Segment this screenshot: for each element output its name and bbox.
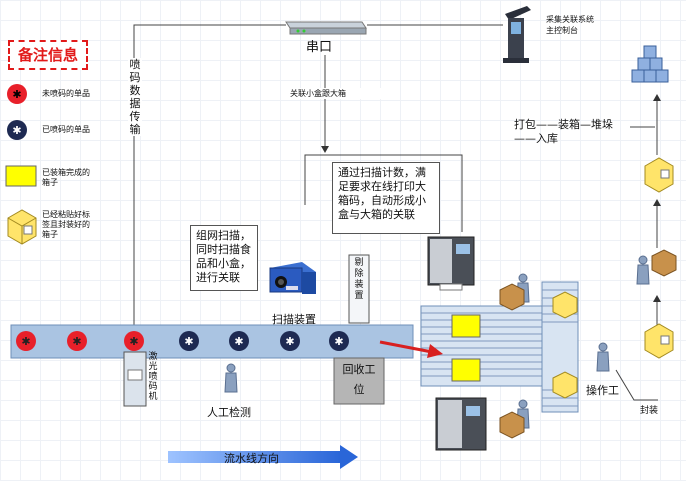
legend-item-label: 已经粘贴好标签且封装好的箱子 xyxy=(42,210,90,239)
svg-text:✱: ✱ xyxy=(72,335,81,348)
packed-box xyxy=(451,314,481,338)
sprayed-item: ✱ xyxy=(329,331,349,351)
svg-text:✱: ✱ xyxy=(12,124,21,137)
manual-inspection-label: 人工检测 xyxy=(207,406,251,419)
sprayed-item: ✱ xyxy=(229,331,249,351)
laser-printer-label: 激光喷码机 xyxy=(148,352,158,402)
legend-box-icon xyxy=(5,165,37,187)
serial-port-device xyxy=(285,21,367,35)
legend-item-label: 未喷码的单品 xyxy=(42,89,90,98)
flow-direction-label: 流水线方向 xyxy=(224,452,279,465)
associate-label: 关联小盒跟大箱 xyxy=(290,88,400,99)
recycle-station-label: 回收工位 xyxy=(342,363,376,396)
push-arrow xyxy=(379,340,433,354)
unsprayed-item: ✱ xyxy=(124,331,144,351)
network-scan-note: 组网扫描，同时扫描食品和小盒，进行关联 xyxy=(190,225,258,291)
svg-text:✱: ✱ xyxy=(21,335,30,348)
reject-device xyxy=(348,254,370,324)
stacked-boxes-icon xyxy=(631,45,669,83)
svg-text:✱: ✱ xyxy=(184,335,193,348)
cardboard-box-icon xyxy=(499,249,677,439)
svg-text:✱: ✱ xyxy=(234,335,243,348)
legend-red-item-icon: ✱ xyxy=(7,84,27,104)
unsprayed-item: ✱ xyxy=(67,331,87,351)
reject-device-label: 剔除装置 xyxy=(354,258,364,301)
sprayed-item: ✱ xyxy=(280,331,300,351)
label-printer-icon xyxy=(427,236,475,291)
operator-label: 操作工 xyxy=(586,384,619,397)
svg-text:✱: ✱ xyxy=(12,88,21,101)
sprayed-item: ✱ xyxy=(179,331,199,351)
legend-dark-item-icon: ✱ xyxy=(7,120,27,140)
svg-text:✱: ✱ xyxy=(334,335,343,348)
scanner-label: 扫描装置 xyxy=(272,313,316,326)
spray-data-label: 喷码数据传输 xyxy=(128,58,142,136)
sealed-box-icon xyxy=(552,291,578,319)
svg-text:✱: ✱ xyxy=(129,335,138,348)
sealed-box-icon xyxy=(644,323,674,359)
legend-item-label: 已喷码的单品 xyxy=(42,125,90,134)
recycle-station xyxy=(333,357,385,405)
serial-port-label: 串口 xyxy=(306,40,333,55)
scan-count-note: 通过扫描计数，满足要求在线打印大箱码，自动形成小盒与大箱的关联 xyxy=(332,162,440,234)
legend-title: 备注信息 xyxy=(8,40,88,70)
roller-conveyor xyxy=(420,281,579,413)
unsprayed-item: ✱ xyxy=(16,331,36,351)
legend-item-label: 已装箱完成的箱子 xyxy=(42,168,90,187)
flow-direction-arrow xyxy=(168,445,358,469)
legend-labeled-box-icon xyxy=(7,209,37,245)
seal-label: 封装 xyxy=(640,406,659,416)
sealed-box-icon xyxy=(644,157,674,193)
laser-printer-device xyxy=(123,351,147,407)
svg-text:✱: ✱ xyxy=(285,335,294,348)
sealed-box-icon xyxy=(552,371,578,399)
pack-process-label: 打包——装箱—堆垛——入库 xyxy=(514,118,613,145)
label-printer-icon xyxy=(435,397,487,451)
scanner-device-icon xyxy=(269,262,316,294)
control-console-label: 采集关联系统主控制台 xyxy=(546,15,594,35)
packed-box xyxy=(451,358,481,382)
control-console-icon xyxy=(503,6,531,63)
